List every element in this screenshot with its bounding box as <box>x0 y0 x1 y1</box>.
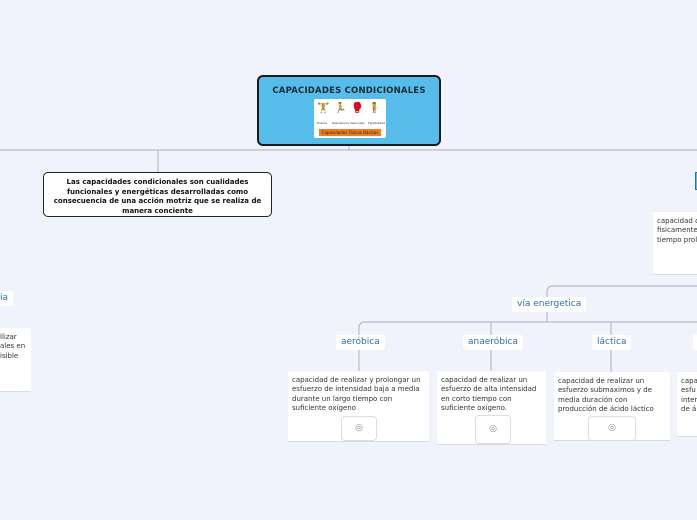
via-energetica-topic[interactable]: vía energetica <box>512 297 587 312</box>
left-partial-label[interactable]: ia <box>0 291 14 306</box>
left-partial-card[interactable]: llizar ales en isible <box>0 328 31 392</box>
camera-icon[interactable]: ◎ <box>588 416 636 441</box>
card-line: de á <box>681 404 697 413</box>
card-line: ales en <box>0 342 26 351</box>
card-line: tiempo prol <box>657 235 697 244</box>
card-line: inter <box>681 395 697 404</box>
boxer-icon: 🥊 <box>351 103 364 114</box>
camera-icon[interactable]: ◎ <box>341 416 377 441</box>
right-partial-bottom-card[interactable]: capa esfu inter de á <box>677 372 697 437</box>
runner-icon: 🏃 <box>334 103 347 114</box>
right-partial-topic[interactable] <box>695 172 697 190</box>
image-label: Velocidad <box>350 121 365 125</box>
card-text: capacidad de realizar un esfuerzo submax… <box>558 377 654 413</box>
aerobica-card[interactable]: capacidad de realizar y prolongar un esf… <box>288 371 429 442</box>
card-line: fisicamente <box>657 226 697 235</box>
card-line: capacidad d <box>657 217 697 225</box>
right-partial-card[interactable]: capacidad d fisicamente tiempo prol <box>653 212 697 275</box>
image-label: Flexibilidad <box>368 121 386 125</box>
anaerobica-card[interactable]: capacidad de realizar un esfuerzo de alt… <box>437 371 546 445</box>
card-line: capa <box>681 377 697 385</box>
image-label: Fuerza <box>317 121 327 125</box>
anaerobica-topic[interactable]: anaeróbica <box>463 335 523 350</box>
card-text: capacidad de realizar un esfuerzo de alt… <box>441 376 537 412</box>
lactica-card[interactable]: capacidad de realizar un esfuerzo submax… <box>554 372 670 441</box>
description-topic[interactable]: Las capacidades condicionales son cualid… <box>43 172 272 217</box>
card-text: capacidad de realizar y prolongar un esf… <box>292 376 421 412</box>
aerobica-topic[interactable]: aeróbica <box>336 335 385 350</box>
image-label: Resistencia <box>332 121 349 125</box>
right-partial-label[interactable] <box>693 335 697 350</box>
root-image: 🏋 🏃 🥊 🧍 Fuerza Resistencia Velocidad Fle… <box>314 99 386 138</box>
camera-icon[interactable]: ◎ <box>475 415 511 444</box>
image-caption: Capacidades Físicas Básicas <box>319 129 381 136</box>
weightlifter-icon: 🏋 <box>317 103 330 114</box>
root-title: CAPACIDADES CONDICIONALES <box>272 86 426 96</box>
stretch-icon: 🧍 <box>368 103 381 114</box>
card-line: llizar <box>0 333 17 341</box>
card-line: isible <box>0 351 19 360</box>
lactica-topic[interactable]: láctica <box>592 335 632 350</box>
root-topic[interactable]: CAPACIDADES CONDICIONALES 🏋 🏃 🥊 🧍 Fuerza… <box>257 75 441 146</box>
card-line: esfu <box>681 386 696 395</box>
